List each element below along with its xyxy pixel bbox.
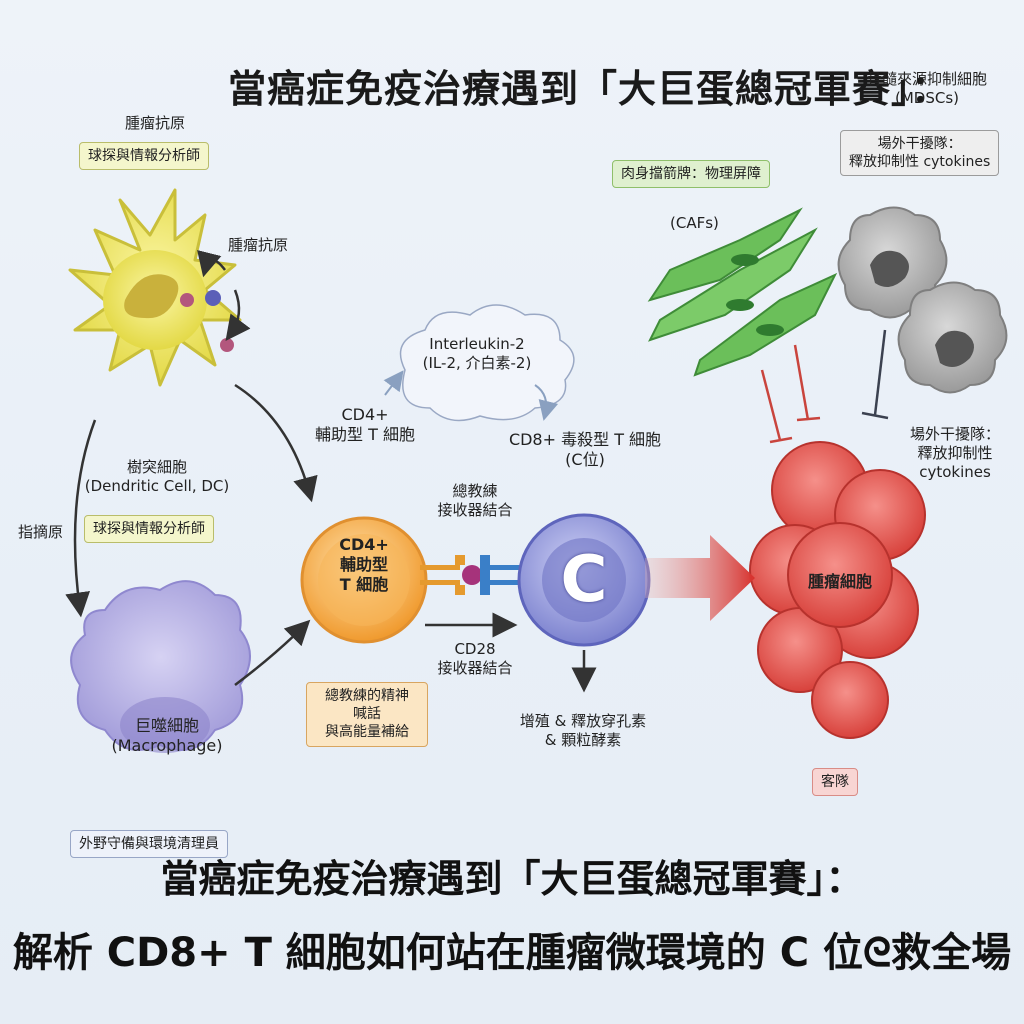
- cd4-tag-line1: 總教練的精神: [325, 688, 409, 704]
- tumor-antigen-tag: 球探與情報分析師: [79, 142, 209, 171]
- cafs-shape: [647, 207, 838, 377]
- cd4-tag-line2: 喊話: [353, 706, 381, 723]
- right-note-line2: 釋放抑制性: [917, 443, 993, 462]
- il2-arrows: [383, 370, 559, 421]
- right-note: 場外干擾隊： 釋放抑制性 cytokines: [900, 425, 1010, 481]
- cd4-inner-line2: 輔助型: [339, 555, 388, 574]
- cd4-top-line2: 輔助型 T 細胞: [315, 425, 415, 444]
- cd8-letter: C: [560, 543, 608, 617]
- mdscs-tag: 場外干擾隊： 釋放抑制性 cytokines: [840, 130, 1000, 177]
- cd8-output: 增殖 & 釋放穿孔素 & 顆粒酵素: [508, 712, 658, 750]
- cd4-inner-line3: T 細胞: [339, 575, 389, 594]
- mdsc-inhibition-lines: [861, 329, 889, 420]
- cd4-cell-shape: [300, 516, 428, 644]
- macrophage-label: 巨噬細胞 (Macrophage): [92, 716, 242, 756]
- right-note-line3: cytokines: [919, 462, 991, 481]
- cd4-top-line1: CD4+: [341, 405, 389, 424]
- receptor-bottom-label: CD28 接收器結合: [425, 640, 525, 678]
- dendritic-cell-name: 樹突細胞: [126, 458, 187, 476]
- bottom-title-line2: 解析 CD8+ T 細胞如何站在腫瘤微環境的 C 位ᘓ救全場: [12, 930, 1012, 976]
- macrophage-english: (Macrophage): [111, 736, 223, 755]
- macrophage-tag: 外野守備與環境清理員: [70, 830, 228, 859]
- mdscs-label: 骨髓來源抑制細胞 (MDSCs): [842, 70, 1012, 108]
- cafs-tag: 肉身擋箭牌：物理屏障: [612, 160, 770, 189]
- dendritic-cell-tag: 球探與情報分析師: [84, 515, 214, 544]
- tumor-tag: 客隊: [812, 768, 858, 797]
- cd8-label-line2: (C位): [565, 450, 605, 469]
- receptor-top-line2: 接收器結合: [437, 500, 513, 519]
- dendritic-cell-english: (Dendritic Cell, DC): [84, 476, 230, 495]
- receptor-bottom-line1: CD28: [454, 640, 496, 658]
- receptor-top-line1: 總教練: [452, 482, 498, 500]
- cd4-tag: 總教練的精神 喊話 與高能量補給: [306, 682, 428, 747]
- cd4-inner-line1: CD4+: [339, 535, 389, 554]
- cd4-tag-line3: 與高能量補給: [325, 724, 409, 741]
- cd8-output-line1: 增殖 & 釋放穿孔素: [519, 712, 647, 730]
- cd8-label-line1: CD8+ 毒殺型 T 細胞: [508, 430, 662, 449]
- bottom-title-line1: 當癌症免疫治療遇到「大巨蛋總冠軍賽」：: [160, 857, 864, 901]
- mdscs-label-line1: 骨髓來源抑制細胞: [866, 70, 987, 88]
- tumor-cluster: [749, 441, 926, 739]
- dendritic-cell-shape: [68, 188, 242, 387]
- tumor-antigen-arrow-label: 腫瘤抗原: [228, 236, 289, 254]
- cd8-output-line2: & 顆粒酵素: [544, 730, 622, 749]
- dendritic-cell-label: 樹突細胞 (Dendritic Cell, DC): [72, 458, 242, 496]
- interleukin-line2: (IL-2, 介白素-2): [422, 353, 532, 372]
- interleukin-cloud: [399, 304, 575, 422]
- inhibition-lines: [760, 344, 821, 444]
- receptor-top-label: 總教練 接收器結合: [425, 482, 525, 520]
- cd4-top-label: CD4+ 輔助型 T 細胞: [300, 405, 430, 445]
- page-title: 當癌症免疫治療遇到「大巨蛋總冠軍賽」：: [228, 67, 951, 111]
- mdscs-tag-line1: 場外干擾隊：: [877, 136, 962, 152]
- side-label: 指摘原: [18, 523, 64, 541]
- interleukin-label: Interleukin-2 (IL-2, 介白素-2): [412, 335, 542, 373]
- cd8-cell-shape: [517, 513, 651, 647]
- mdscs-label-line2: (MDSCs): [894, 88, 959, 107]
- right-note-line1: 場外干擾隊：: [909, 425, 1000, 443]
- cd4-inner-label: CD4+ 輔助型 T 細胞: [314, 535, 414, 595]
- receptor-complex: [420, 555, 528, 595]
- cd8-label: CD8+ 毒殺型 T 細胞 (C位): [500, 430, 670, 470]
- cafs-label: (CAFs): [670, 214, 719, 232]
- tumor-label: 腫瘤細胞: [807, 572, 872, 591]
- mdscs-tag-line2: 釋放抑制性 cytokines: [849, 154, 991, 171]
- macrophage-shape: [70, 580, 251, 753]
- macrophage-name: 巨噬細胞: [134, 716, 199, 735]
- tumor-antigen-header: 腫瘤抗原: [124, 114, 185, 132]
- interleukin-line1: Interleukin-2: [429, 335, 525, 353]
- flow-arrows: [65, 249, 597, 693]
- receptor-bottom-line2: 接收器結合: [437, 658, 513, 677]
- attack-arrow: [645, 535, 755, 621]
- mdsc-shape-2: [897, 281, 1008, 394]
